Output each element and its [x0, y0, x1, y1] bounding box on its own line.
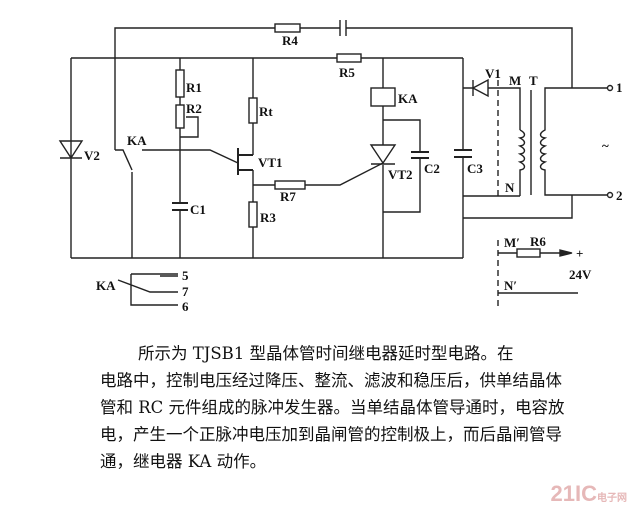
label-r4: R4	[282, 33, 298, 48]
r2-wiper	[180, 116, 199, 138]
label-r2: R2	[186, 101, 202, 116]
label-plus: +	[576, 246, 583, 261]
label-n: N	[505, 180, 515, 195]
terminal-1	[606, 84, 614, 92]
thyristor-vt2	[369, 144, 397, 165]
label-r1: R1	[186, 80, 202, 95]
resistor-r1	[175, 69, 185, 98]
label-r7: R7	[280, 189, 296, 204]
label-v1: V1	[485, 66, 501, 81]
wire-c3	[462, 58, 573, 258]
label-ka-coil: KA	[398, 91, 418, 106]
relay-coil-ka	[370, 87, 396, 107]
capacitor-c2	[411, 151, 429, 159]
label-c2: C2	[424, 161, 440, 176]
caption-line: 所示为 TJSB1 型晶体管时间继电器延时型电路。在	[138, 344, 514, 363]
circuit-diagram: R4 R5 R1 R2 Rt R7 R3 C1 C2 C3 V1 V2 VT1 …	[58, 20, 623, 314]
terminal-2	[606, 191, 614, 199]
wire-vt2-column	[382, 58, 421, 258]
label-n-prime: N′	[504, 278, 517, 293]
caption-line: 电，产生一个正脉冲电压加到晶闸管的控制极上，而后晶闸管导	[100, 425, 562, 444]
resistor-r5	[336, 53, 362, 63]
label-vt2: VT2	[388, 167, 413, 182]
zener-v2	[58, 58, 84, 258]
watermark-sub: 电子网	[597, 493, 627, 504]
label-m-prime: M′	[504, 235, 520, 250]
watermark-logo: 21IC电子网	[551, 481, 627, 507]
label-terminal-1: 1	[616, 80, 623, 95]
resistor-r3	[248, 201, 258, 228]
label-ac: ~	[602, 138, 609, 153]
capacitor-c1	[172, 202, 188, 211]
capacitor-top	[339, 20, 347, 36]
wire-top-feedback	[114, 27, 573, 150]
caption-line: 管和 RC 元件组成的脉冲发生器。当单结晶体管导通时，电容放	[100, 398, 565, 417]
wire-emitter	[142, 149, 239, 164]
label-r6: R6	[530, 234, 546, 249]
label-c1: C1	[190, 202, 206, 217]
label-vt1: VT1	[258, 155, 283, 170]
label-24v: 24V	[569, 267, 592, 282]
label-ka-switch: KA	[127, 133, 147, 148]
transformer-primary-winding	[517, 129, 526, 196]
potentiometer-r2	[175, 104, 185, 129]
label-v2: V2	[84, 148, 100, 163]
label-pin-6: 6	[182, 299, 189, 314]
label-terminal-2: 2	[616, 188, 623, 203]
watermark-main: 21IC	[550, 481, 597, 506]
resistor-rt	[248, 97, 258, 124]
relay-contact-ka	[117, 273, 178, 306]
caption-line: 电路中，控制电压经过降压、整流、滤波和稳压后，供单结晶体	[100, 371, 562, 390]
resistor-r4	[274, 23, 301, 33]
resistor-r7	[274, 180, 306, 190]
capacitor-c3	[454, 149, 472, 158]
label-pin-5: 5	[182, 268, 189, 283]
caption-line: 通，继电器 KA 动作。	[100, 452, 267, 471]
label-t: T	[529, 73, 538, 88]
label-c3: C3	[467, 161, 483, 176]
resistor-r6	[516, 248, 541, 258]
caption: 所示为 TJSB1 型晶体管时间继电器延时型电路。在 电路中，控制电压经过降压、…	[100, 340, 620, 475]
transistor-vt1	[237, 148, 253, 175]
switch-ka	[115, 149, 133, 258]
label-r5: R5	[339, 65, 355, 80]
label-r3: R3	[260, 210, 276, 225]
label-ka-contact: KA	[96, 278, 116, 293]
label-rt: Rt	[259, 104, 273, 119]
label-m: M	[509, 73, 521, 88]
arrow-icon	[559, 249, 573, 257]
transformer-secondary-winding	[539, 87, 608, 196]
label-pin-7: 7	[182, 284, 189, 299]
wire-rt	[252, 58, 384, 258]
diode-v1	[471, 78, 489, 98]
